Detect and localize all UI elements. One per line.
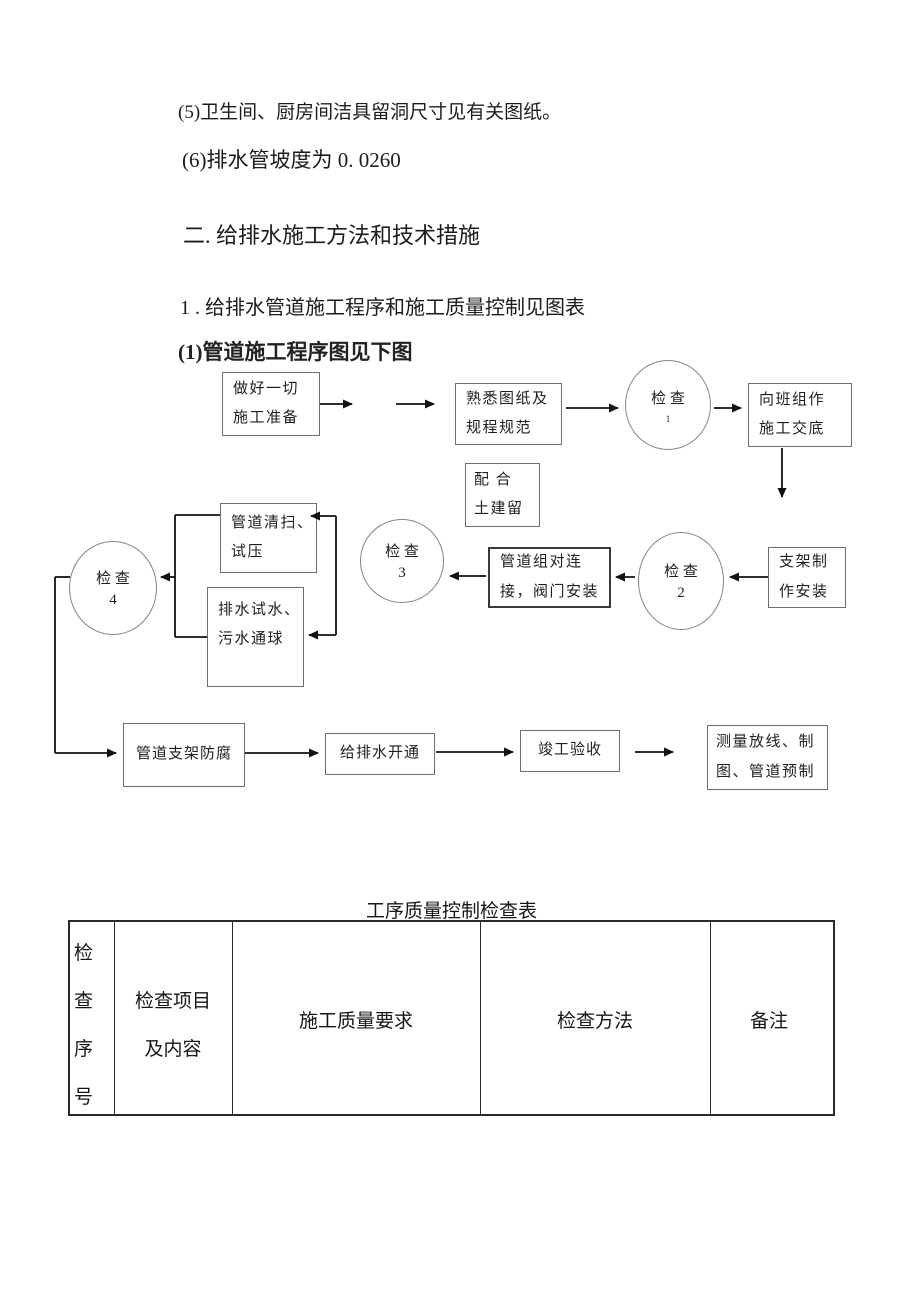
node-text: 施工交底 (759, 421, 826, 437)
node-text: 检 查 (664, 564, 698, 580)
node-text: 熟悉图纸及 (466, 390, 549, 407)
flow-node-bracket-install: 支架制 作安装 (768, 547, 846, 608)
node-text: 向班组作 (759, 391, 826, 408)
table-header-sequence-number: 检 查 序 号 (74, 930, 112, 1122)
node-text: 土建留 (474, 501, 524, 517)
header-line: 检查项目 (134, 991, 211, 1012)
node-number: 3 (398, 565, 406, 581)
node-number: 4 (109, 592, 117, 608)
header-char: 查 (74, 991, 94, 1012)
table-column-divider (710, 922, 711, 1114)
paragraph-item5: (5)卫生间、厨房间洁具留洞尺寸见有关图纸。 (178, 102, 562, 123)
header-char: 序 (74, 1039, 94, 1060)
node-text: 管道组对连 (500, 554, 583, 571)
flow-node-brief-team: 向班组作 施工交底 (748, 383, 852, 447)
node-text: 做好一切 (233, 380, 300, 397)
paragraph-item1: 1 . 给排水管道施工程序和施工质量控制见图表 (180, 297, 585, 319)
section-heading: 二. 给排水施工方法和技术措施 (183, 223, 481, 248)
node-text: 检 查 (96, 571, 130, 587)
node-text: 规程规范 (466, 420, 533, 436)
node-number: 1 (665, 413, 671, 424)
node-text: 检 查 (651, 390, 685, 407)
node-text: 图、管道预制 (716, 763, 816, 780)
node-text: 竣工验收 (537, 742, 602, 759)
sub-heading-flowchart: (1)管道施工程序图见下图 (178, 340, 413, 364)
flow-node-bracket-anticorrosion: 管道支架防腐 (123, 723, 245, 787)
node-text: 管道支架防腐 (135, 746, 232, 763)
node-text: 排水试水、 (218, 602, 301, 618)
table-column-divider (114, 922, 115, 1114)
table-header-remarks: 备注 (750, 1011, 789, 1032)
paragraph-item6: (6)排水管坡度为 0. 0260 (182, 148, 401, 172)
quality-control-table: 检 查 序 号 检查项目 及内容 施工质量要求 检查方法 备注 (68, 920, 835, 1116)
node-text: 管道清扫、 (231, 514, 314, 531)
flow-node-check-3: 检 查 3 (360, 519, 444, 603)
header-line: 及内容 (144, 1039, 202, 1060)
flow-node-check-2: 检 查 2 (638, 532, 724, 630)
header-char: 号 (74, 1087, 94, 1108)
flow-node-water-open: 给排水开通 (325, 733, 435, 775)
flow-node-survey-prefab: 测量放线、制 图、管道预制 (707, 725, 828, 790)
flow-node-pipe-assembly: 管道组对连 接，阀门安装 (488, 547, 611, 608)
table-column-divider (480, 922, 481, 1114)
node-text: 配 合 (474, 471, 513, 488)
table-header-quality-requirement: 施工质量要求 (298, 1011, 413, 1032)
flow-node-coordinate-civil: 配 合 土建留 (465, 463, 540, 527)
flow-node-drain-water-test: 排水试水、 污水通球 (207, 587, 304, 687)
node-text: 接，阀门安装 (500, 583, 600, 600)
node-text: 支架制 (779, 554, 829, 571)
node-text: 测量放线、制 (716, 734, 816, 751)
table-header-check-method: 检查方法 (556, 1011, 633, 1032)
node-text: 施工准备 (233, 410, 300, 426)
table-header-check-item: 检查项目 及内容 (114, 978, 232, 1074)
node-text: 检 查 (385, 544, 419, 560)
table-title: 工序质量控制检查表 (365, 901, 537, 922)
table-column-divider (232, 922, 233, 1114)
node-text: 污水通球 (218, 631, 285, 648)
node-number: 2 (677, 585, 685, 601)
header-char: 检 (74, 943, 94, 964)
flow-node-prepare: 做好一切 施工准备 (222, 372, 320, 436)
node-text: 作安装 (779, 583, 829, 600)
flow-node-study-drawings: 熟悉图纸及 规程规范 (455, 383, 562, 445)
flow-node-completion-acceptance: 竣工验收 (520, 730, 620, 772)
flow-node-pipe-clean-test: 管道清扫、 试压 (220, 503, 317, 573)
node-text: 给排水开通 (339, 745, 420, 762)
flow-node-check-1: 检 查 1 (625, 360, 711, 450)
flow-node-check-4: 检 查 4 (69, 541, 157, 635)
node-text: 试压 (231, 544, 265, 560)
